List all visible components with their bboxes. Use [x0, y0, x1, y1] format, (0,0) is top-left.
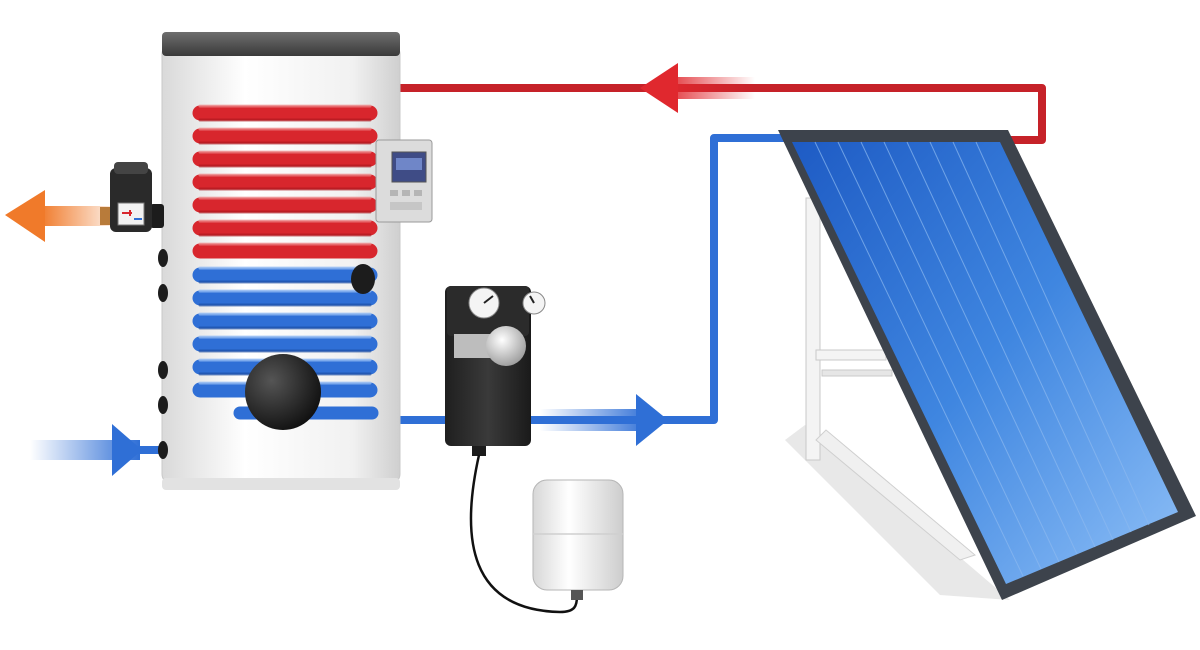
tank-port — [158, 361, 168, 379]
cold-supply-arrow — [540, 394, 668, 446]
mixing-valve — [100, 162, 164, 232]
collector-fins — [814, 141, 1150, 577]
pump-motor-icon — [486, 326, 526, 366]
tank-port — [158, 396, 168, 414]
sensor-port — [351, 264, 375, 294]
heat-exchanger-coil-hot — [177, 84, 378, 259]
solar-collector — [778, 130, 1196, 600]
tank-ports — [158, 249, 375, 459]
pump-station — [445, 286, 546, 456]
expansion-vessel — [532, 479, 624, 600]
collector-shadow — [785, 425, 1010, 600]
tank-port — [158, 249, 168, 267]
tank-cap — [162, 32, 400, 56]
inspection-flange — [245, 354, 321, 430]
collector-absorber — [792, 142, 1178, 584]
tank-port — [158, 284, 168, 302]
hot-return-arrow — [640, 63, 755, 113]
collector-stand — [805, 197, 977, 561]
cold-water-inlet-arrow — [30, 424, 166, 476]
solar-controller — [375, 139, 433, 223]
hot-water-outlet-arrow — [5, 190, 115, 242]
tank-port — [158, 441, 168, 459]
pump-cable — [469, 454, 579, 614]
